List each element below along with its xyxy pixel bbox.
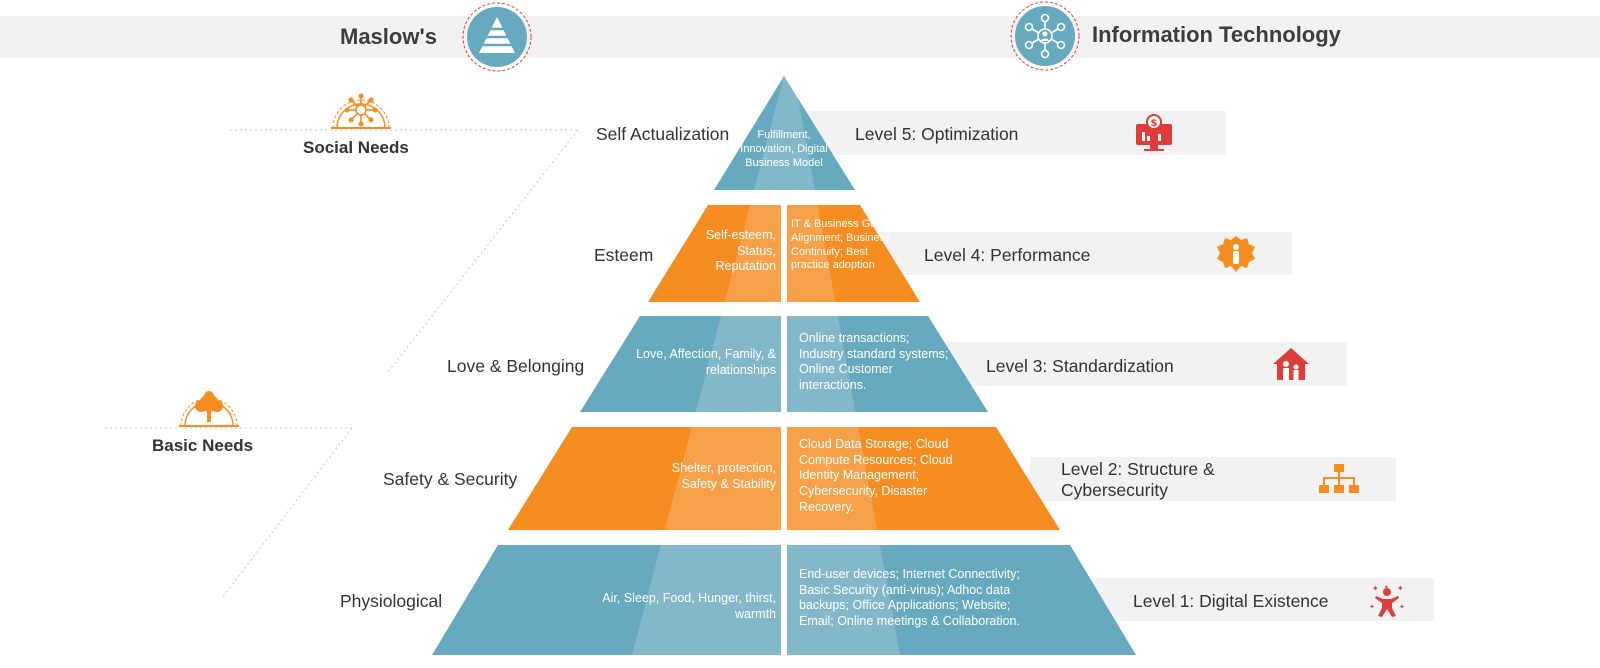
level-band-1: [1080, 578, 1434, 621]
house-family-icon: [1273, 348, 1309, 380]
svg-text:✦: ✦: [1399, 603, 1405, 611]
light-beam: [632, 76, 900, 655]
maslow-desc-esteem: Self-esteem, Status, Reputation: [705, 228, 776, 274]
maslow-level-physiological: Physiological: [340, 591, 443, 611]
group-label-social: Social Needs: [303, 138, 409, 157]
group-label-basic: Basic Needs: [152, 436, 254, 455]
it-level-5-label: Level 5: Optimization: [855, 124, 1019, 144]
it-title: Information Technology: [1092, 22, 1341, 47]
it-desc-level-3: Online transactions; Industry standard s…: [799, 331, 949, 392]
maslow-level-safety-security: Safety & Security: [383, 469, 518, 489]
maslow-level-esteem: Esteem: [594, 245, 654, 265]
pyramid-icon: [462, 2, 532, 72]
badge-person-icon: [1217, 236, 1255, 272]
maslow-level-self-actualization: Self Actualization: [596, 124, 730, 144]
maslow-desc-safety-security: Shelter, protection, Safety & Stability: [671, 461, 776, 491]
maslow-title: Maslow's: [340, 24, 437, 49]
it-desc-level-2: Cloud Data Storage; Cloud Compute Resour…: [799, 437, 953, 514]
maslow-desc-love-belonging: Love, Affection, Family, & relationships: [636, 347, 776, 377]
svg-text:✦: ✦: [1384, 584, 1389, 591]
network-people-icon: [1010, 1, 1080, 71]
it-desc-level-1: End-user devices; Internet Connectivity;…: [799, 567, 1020, 628]
maslow-level-love-belonging: Love & Belonging: [447, 356, 585, 376]
monitor-dollar-icon: $: [1136, 114, 1172, 151]
social-network-icon: [331, 93, 391, 129]
it-desc-level-4: IT & Business Goal Alignment; Business C…: [791, 218, 891, 272]
hierarchy-icon: [1319, 464, 1359, 493]
svg-text:✦: ✦: [1369, 603, 1375, 611]
it-level-4-label: Level 4: Performance: [924, 245, 1091, 265]
maslow-desc-physiological: Air, Sleep, Food, Hunger, thirst, warmth: [602, 591, 776, 621]
svg-text:✦: ✦: [1372, 584, 1379, 593]
tier-5: [714, 76, 855, 190]
person-stars-icon: ✦ ✦ ✦ ✦ ✦: [1369, 584, 1405, 617]
maslow-desc-self-actualization: Fulfillment, Innovation, Digital Busines…: [740, 129, 828, 169]
tree-icon: [179, 391, 239, 427]
svg-text:✦: ✦: [1397, 584, 1404, 593]
svg-text:$: $: [1151, 118, 1158, 129]
it-level-3-label: Level 3: Standardization: [986, 356, 1174, 376]
header-band: [0, 16, 1600, 58]
it-level-1-label: Level 1: Digital Existence: [1133, 591, 1329, 611]
it-level-2-label: Level 2: Structure & Cybersecurity: [1061, 459, 1215, 501]
